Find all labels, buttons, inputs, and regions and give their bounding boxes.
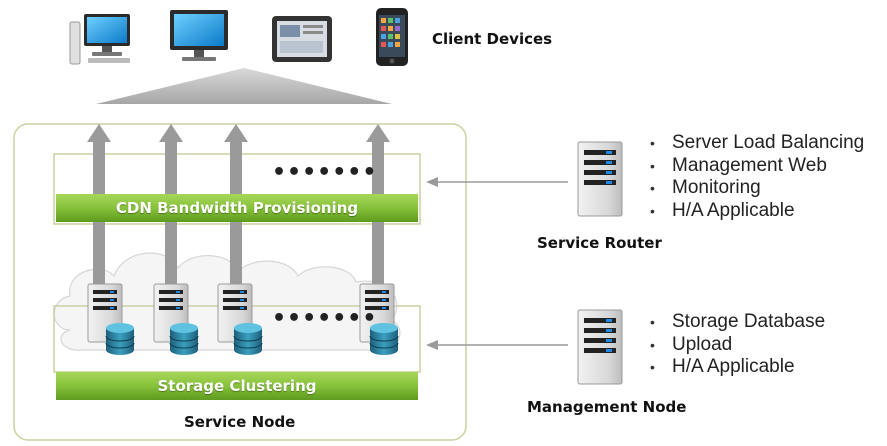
storage-clustering-label: Storage Clustering (157, 377, 317, 395)
upstream-arrow (96, 68, 392, 104)
storage-server-icon (87, 283, 135, 355)
storage-server-icon (153, 283, 199, 355)
router-connector-arrow (426, 177, 568, 187)
service-router-label: Service Router (537, 234, 662, 252)
feature-item: H/A Applicable (648, 356, 825, 379)
cdn-ellipsis: ••••••• (272, 160, 378, 185)
management-connector-arrow (426, 340, 568, 350)
desktop-computer-icon (69, 14, 130, 65)
service-node-label: Service Node (184, 413, 296, 431)
management-node-label: Management Node (527, 398, 687, 416)
client-devices-label: Client Devices (432, 30, 553, 48)
feature-item: Upload (648, 334, 825, 357)
service-router-feature-list: Server Load Balancing Management Web Mon… (648, 132, 864, 222)
cdn-bandwidth-label: CDN Bandwidth Provisioning (115, 199, 359, 217)
feature-item: H/A Applicable (648, 200, 864, 223)
feature-item: Management Web (648, 155, 864, 178)
monitor-icon (170, 10, 228, 61)
service-router-server-icon (577, 141, 623, 217)
storage-server-icon (217, 283, 263, 355)
tablet-icon (272, 16, 332, 62)
management-node-server-icon (577, 309, 623, 385)
feature-item: Server Load Balancing (648, 132, 864, 155)
storage-ellipsis: ••••••• (272, 306, 378, 331)
storage-clustering-bar (56, 372, 418, 400)
storage-server-icon (359, 283, 399, 355)
management-node-feature-list: Storage Database Upload H/A Applicable (648, 311, 825, 379)
feature-item: Monitoring (648, 177, 864, 200)
feature-item: Storage Database (648, 311, 825, 334)
cdn-bandwidth-bar (56, 194, 418, 222)
smartphone-icon (376, 8, 408, 66)
